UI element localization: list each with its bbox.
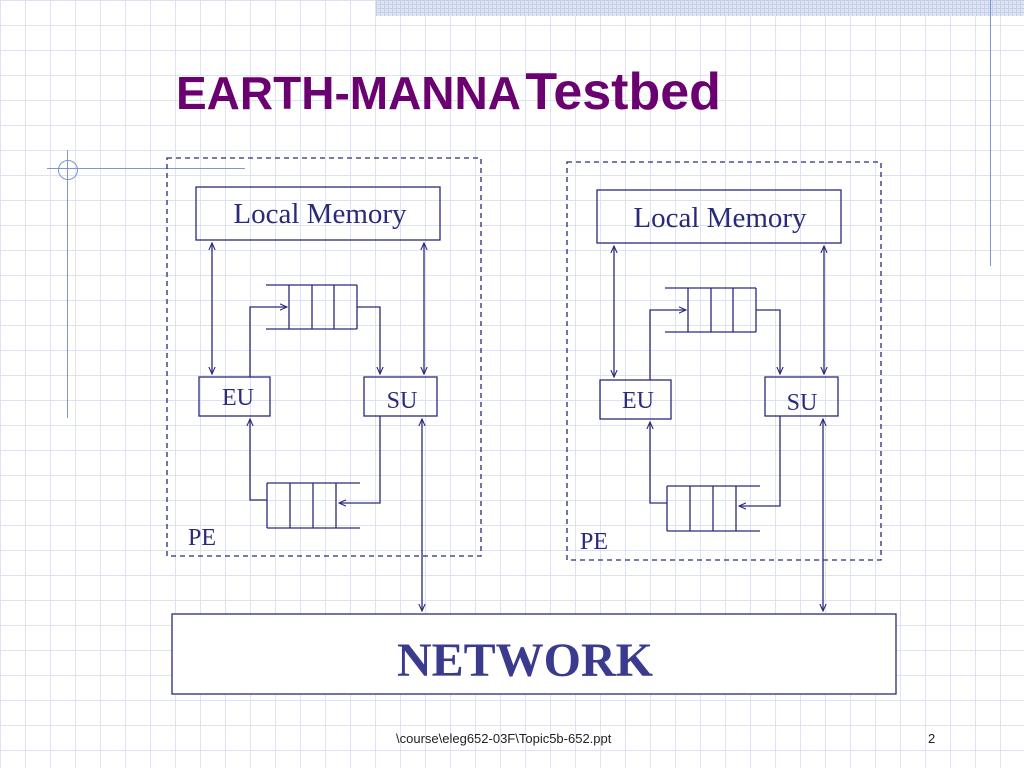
pe-right-queue-to-eu-arrow [650, 422, 667, 504]
pe-right-eu-to-queue-arrow [649, 310, 686, 380]
pe-right-pe-label: PE [580, 529, 608, 555]
pe-left-upper-queue [266, 284, 358, 330]
pe-right [566, 161, 882, 611]
pe-right-su-label: SU [787, 390, 818, 416]
pe-right-lower-queue [666, 485, 760, 532]
pe-left-lower-queue [266, 482, 360, 529]
pe-right-queue-to-su-arrow [756, 309, 780, 374]
pe-right-su-to-queue-arrow [739, 416, 781, 506]
title-part-1: EARTH-MANNA [176, 67, 521, 119]
decorative-circle [58, 160, 78, 180]
decorative-horizontal-line [47, 168, 245, 169]
pe-right-eu-label: EU [622, 388, 654, 414]
pe-left-queue-to-eu-arrow [250, 419, 267, 501]
footer-file-path: \course\eleg652-03F\Topic5b-652.ppt [396, 731, 612, 746]
pe-left-local-memory-label: Local Memory [233, 198, 407, 230]
page-number: 2 [928, 731, 936, 746]
title-part-2: Testbed [525, 63, 721, 121]
pe-right-local-memory-label: Local Memory [633, 202, 807, 234]
pe-right-labels: Local Memory EU SU PE [580, 202, 817, 555]
pe-left-pe-label: PE [188, 525, 216, 551]
pe-left-eu-label: EU [222, 385, 254, 411]
pe-left-su-to-queue-arrow [339, 416, 381, 503]
pe-left-eu-box [198, 376, 271, 417]
decorative-vertical-line [67, 150, 68, 418]
pe-right-boundary [566, 161, 882, 561]
pe-left-eu-to-queue-arrow [249, 307, 287, 377]
pe-right-local-memory-box [596, 189, 842, 244]
pe-left-local-memory-box [195, 186, 441, 241]
network-box [171, 613, 897, 695]
header-decorative-band [376, 0, 1024, 16]
pe-left-boundary [166, 157, 482, 557]
pe-right-eu-box [599, 379, 672, 420]
pe-left [166, 157, 482, 611]
pe-left-su-label: SU [387, 388, 418, 414]
pe-left-labels: Local Memory EU SU PE [188, 198, 417, 551]
pe-left-su-box [363, 376, 438, 417]
pe-left-queue-to-su-arrow [357, 306, 380, 374]
decorative-right-line [990, 0, 991, 266]
pe-right-su-box [764, 376, 839, 417]
slide-title: EARTH-MANNA Testbed [176, 62, 876, 122]
network-label: NETWORK [397, 634, 653, 687]
